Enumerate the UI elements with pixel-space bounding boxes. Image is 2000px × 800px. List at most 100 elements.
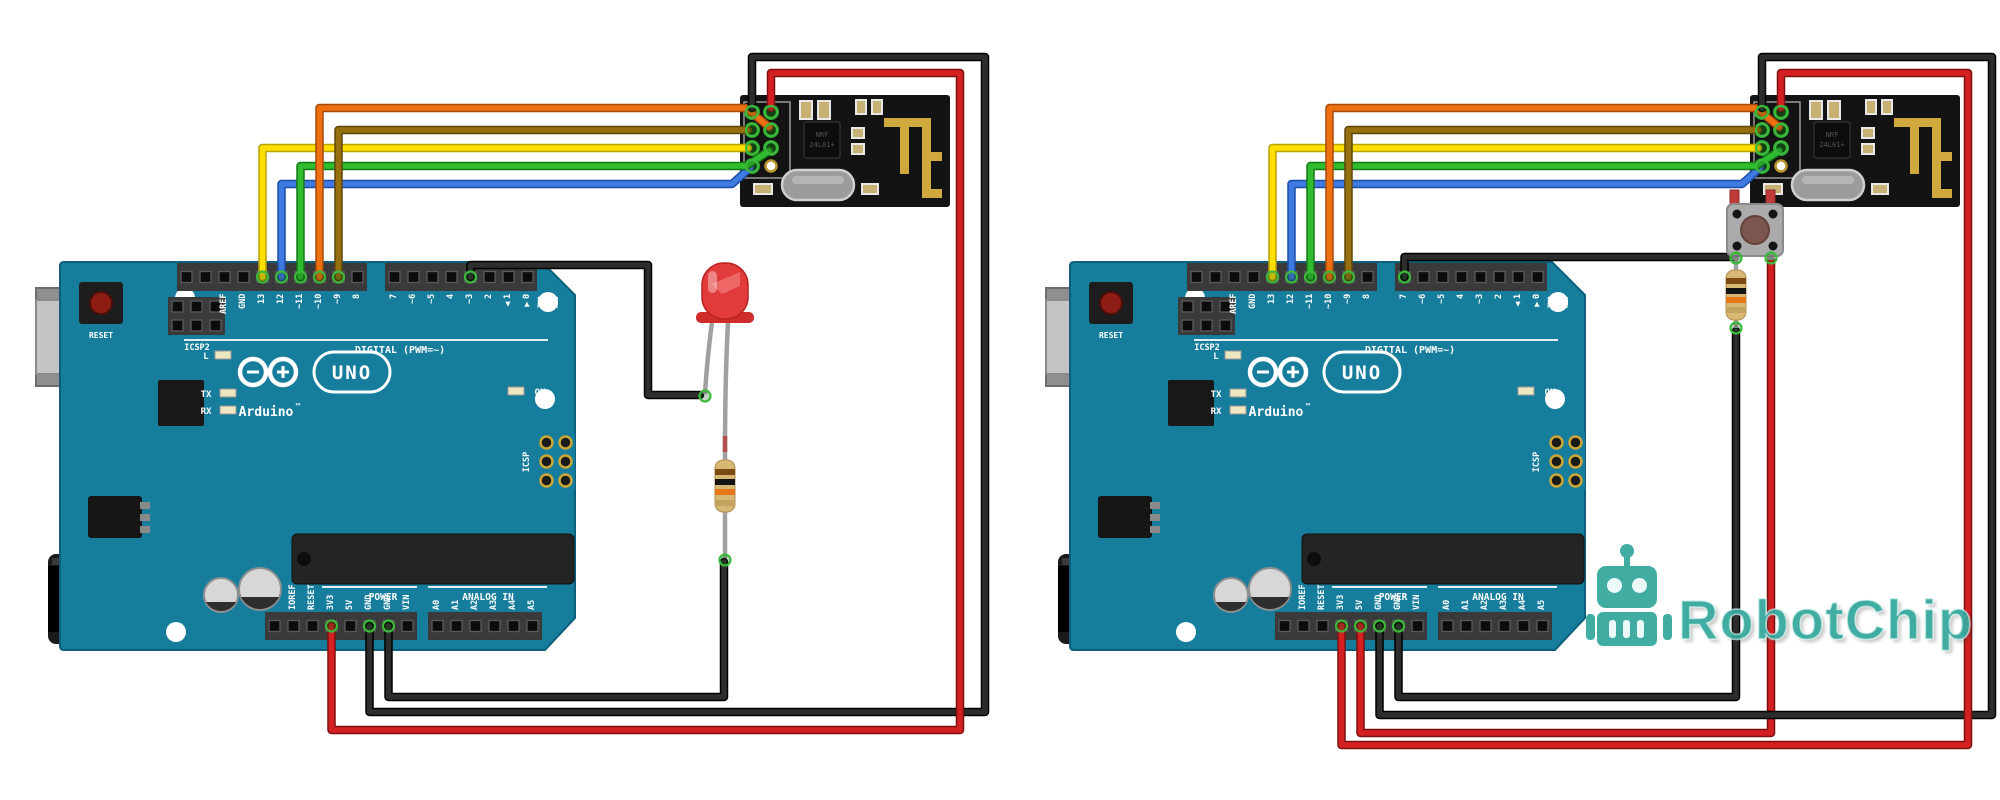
wire-csn-10-left: [315, 103, 774, 282]
pin-label: 2: [484, 294, 494, 300]
pin-label: 13: [1267, 294, 1277, 305]
digital-section-label: DIGITAL (PWM=~): [355, 345, 445, 356]
pin-label: GND: [364, 594, 374, 610]
radio-chip: NRF 24L01+: [803, 121, 841, 159]
pin-label: ~11: [1305, 294, 1315, 310]
usb-interface-chip: [158, 380, 204, 426]
pin-label: GND: [1248, 294, 1258, 310]
robot-icon: [1586, 544, 1672, 652]
trademark-text: ™: [295, 402, 301, 411]
pin-label: A4: [508, 599, 518, 610]
pin-label: 8: [1362, 294, 1372, 300]
wire-mosi-11-left: [296, 146, 774, 282]
watermark: RobotChip: [1586, 544, 1973, 652]
pin-label: [1206, 294, 1225, 338]
arduino-logo: [237, 356, 299, 388]
pin-label: A5: [1537, 599, 1547, 610]
pin-label: 7: [1399, 294, 1409, 300]
pin-label: AREF: [1229, 294, 1239, 315]
rx-label: RX: [201, 407, 212, 417]
tx0-label-right: TX0: [1546, 296, 1554, 308]
smd-components: [753, 99, 883, 195]
watermark-text: RobotChip: [1677, 587, 1974, 652]
on-label: ON: [535, 388, 546, 398]
rx-led: [219, 405, 237, 415]
pin-label: 12: [1286, 294, 1296, 305]
pin-label: 8: [352, 294, 362, 300]
svg-text:NRF: NRF: [816, 131, 829, 139]
tx-led: [219, 388, 237, 398]
svg-text:UNO: UNO: [332, 362, 372, 384]
pin-label: 12: [276, 294, 286, 305]
pin-label: A1: [451, 599, 461, 610]
wire-button-5v-right: [1356, 256, 1776, 738]
pin-label: 4: [446, 294, 456, 300]
pin-label: ~10: [1324, 294, 1334, 310]
on-led: [507, 386, 525, 396]
icsp-header: [537, 433, 575, 490]
rx0-label-left: RX0: [552, 296, 560, 308]
pin-label: IOREF: [288, 584, 298, 610]
svg-text:24L01+: 24L01+: [809, 141, 834, 149]
antenna-trace: [884, 118, 942, 198]
pin-label: 3V3: [1336, 594, 1346, 610]
pin-label: A5: [527, 599, 537, 610]
power-section-label: POWER: [369, 592, 398, 603]
wire-sck-13-left: [258, 143, 753, 282]
pin-label: A3: [489, 599, 499, 610]
pin-label: ~3: [465, 294, 475, 305]
pin-label: 3V3: [326, 594, 336, 610]
voltage-regulator: [88, 496, 150, 538]
pin-label: ~11: [295, 294, 305, 310]
analog-header: [428, 612, 542, 640]
pin-label: ~10: [314, 294, 324, 310]
pin-label: A4: [1518, 599, 1528, 610]
pin-label: A3: [1499, 599, 1509, 610]
pin-label: [196, 294, 215, 338]
wire-csn-10-right: [1325, 103, 1784, 282]
pin-label: A2: [1480, 599, 1490, 610]
wire-3v3-module-left: [327, 68, 965, 735]
wire-3v3-module-right: [1337, 68, 1973, 750]
pin-label: 13: [257, 294, 267, 305]
pin-label: [1187, 294, 1206, 338]
pin-label: ▲1: [1513, 294, 1523, 310]
pin-label: GND: [238, 294, 248, 310]
pin-label: 2: [1494, 294, 1504, 300]
pin-label: A0: [432, 599, 442, 610]
wire-ce-9-left: [334, 125, 753, 282]
wire-miso-12-right: [1287, 163, 1765, 282]
pin-label: 5V: [345, 599, 355, 610]
crystal-oscillator: [780, 168, 856, 202]
analog-labels-left: A0 A1 A2 A3 A4 A5: [428, 564, 542, 610]
red-led: [696, 262, 754, 453]
pin-label: ~6: [408, 294, 418, 305]
icsp2-header: [168, 297, 225, 335]
l-led: [214, 350, 232, 360]
wire-gnd-module-right: [1375, 52, 1997, 720]
pin-label: ~3: [1475, 294, 1485, 305]
tx-label: TX: [201, 390, 212, 400]
wire-miso-12-left: [277, 163, 755, 282]
pin-label: 4: [1456, 294, 1466, 300]
pin-label: A2: [470, 599, 480, 610]
capacitor: [238, 567, 282, 611]
wire-gnd-resistor-right: [1394, 326, 1741, 702]
rx0-label-right: RX0: [1562, 296, 1570, 308]
pin-label: AREF: [219, 294, 229, 315]
pin-label: 5V: [1355, 599, 1365, 610]
connection-rings: [255, 104, 1789, 633]
atmega-chip: [291, 533, 575, 585]
pin-label: ~6: [1418, 294, 1428, 305]
pin-label: ▲1: [503, 294, 513, 310]
pin-label: 7: [389, 294, 399, 300]
pin-label: A1: [1461, 599, 1471, 610]
pin-label: VIN: [1412, 594, 1422, 610]
